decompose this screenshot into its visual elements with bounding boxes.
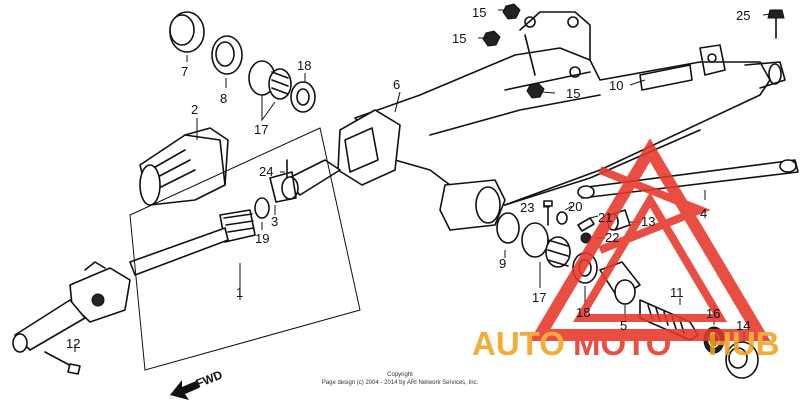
callout-13[interactable]: 13 <box>641 214 655 229</box>
callout-2[interactable]: 2 <box>191 102 198 117</box>
callout-6[interactable]: 6 <box>393 77 400 92</box>
bearing-17-upper <box>248 60 292 100</box>
callout-11[interactable]: 11 <box>670 285 684 300</box>
label-plate-10 <box>639 64 693 91</box>
leader-lines <box>74 9 771 352</box>
bearing-17-lower <box>545 236 571 268</box>
callout-18-upper[interactable]: 18 <box>297 58 311 73</box>
shaft-boot <box>139 127 229 206</box>
callout-22[interactable]: 22 <box>605 230 619 245</box>
callout-15-mid[interactable]: 15 <box>452 31 466 46</box>
callout-20[interactable]: 20 <box>568 199 582 214</box>
nut-15-top <box>502 3 521 20</box>
pin-21 <box>577 217 595 232</box>
watermark-triangle-logo <box>529 138 771 341</box>
assembly-bracket <box>129 127 361 371</box>
watermark-text-moto: MOTO <box>573 325 671 362</box>
callout-17-lower[interactable]: 17 <box>532 290 546 305</box>
callout-15-low[interactable]: 15 <box>566 86 580 101</box>
callouts: 7 8 17 18 2 6 10 15 15 15 25 24 3 19 1 1… <box>66 5 750 351</box>
cap-14 <box>725 341 759 379</box>
callout-7[interactable]: 7 <box>181 64 188 79</box>
fwd-arrow-icon <box>170 380 199 400</box>
bearing-18-upper <box>290 81 316 113</box>
callout-18-lower[interactable]: 18 <box>576 305 590 320</box>
callout-16[interactable]: 16 <box>706 306 720 321</box>
washer-20 <box>556 211 568 225</box>
callout-4[interactable]: 4 <box>700 206 707 221</box>
callout-3[interactable]: 3 <box>271 214 278 229</box>
fwd-indicator: FWD <box>170 367 225 400</box>
callout-24[interactable]: 24 <box>259 164 273 179</box>
swing-arm <box>337 11 786 231</box>
callout-23[interactable]: 23 <box>520 200 534 215</box>
circlip-19 <box>254 197 270 219</box>
oil-seal-7 <box>169 11 205 53</box>
callout-12[interactable]: 12 <box>66 336 80 351</box>
collar-3 <box>269 159 341 203</box>
watermark-text-auto: AUTO <box>472 325 565 362</box>
callout-17-upper[interactable]: 17 <box>254 122 268 137</box>
callout-15-top[interactable]: 15 <box>472 5 486 20</box>
nut-15-low <box>526 82 545 99</box>
watermark-text-hub: HUB <box>708 325 780 362</box>
watermark: AUTO MOTO HUB <box>472 138 780 362</box>
callout-1[interactable]: 1 <box>236 285 243 300</box>
callout-8[interactable]: 8 <box>220 91 227 106</box>
copyright-notice: Copyright Page design (c) 2004 - 2014 by… <box>322 372 479 386</box>
callout-10[interactable]: 10 <box>609 78 623 93</box>
copyright-line1: Copyright <box>387 372 413 378</box>
fwd-label: FWD <box>194 367 225 390</box>
callout-25[interactable]: 25 <box>736 8 750 23</box>
bolt-25 <box>767 9 785 39</box>
drive-shaft <box>12 209 256 353</box>
nut-15-mid <box>482 30 501 47</box>
copyright-line2: Page design (c) 2004 - 2014 by ARI Netwo… <box>322 380 479 386</box>
bolt-23 <box>543 200 553 226</box>
callout-5[interactable]: 5 <box>620 318 627 333</box>
callout-19[interactable]: 19 <box>255 231 269 246</box>
bolt-12 <box>44 351 81 375</box>
ring-8 <box>211 35 243 75</box>
ring-17-lower <box>521 222 549 258</box>
callout-9[interactable]: 9 <box>499 256 506 271</box>
callout-14[interactable]: 14 <box>736 318 750 333</box>
torque-link-4 <box>577 159 799 199</box>
callout-21[interactable]: 21 <box>598 210 612 225</box>
seal-9 <box>496 212 520 244</box>
